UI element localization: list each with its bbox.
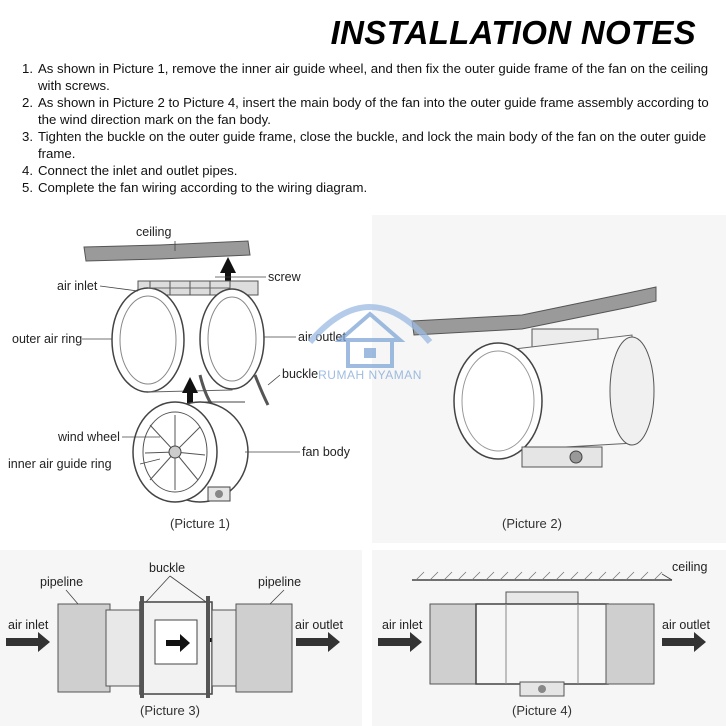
picture-4-panel: ceiling air inlet air outlet (Picture 4) [372, 550, 726, 726]
house-icon [307, 304, 433, 368]
pipeline-connection-diagram [6, 575, 340, 698]
label-outer-air-ring: outer air ring [12, 332, 83, 346]
label-ceiling: ceiling [136, 225, 172, 239]
label-wind-wheel: wind wheel [58, 430, 120, 444]
label-air-inlet: air inlet [382, 618, 423, 632]
label-ceiling: ceiling [672, 560, 708, 574]
note-item: 2.As shown in Picture 2 to Picture 4, in… [22, 95, 709, 127]
label-air-inlet: air inlet [8, 618, 49, 632]
picture-3-panel: buckle pipeline pipeline air inlet air o… [0, 550, 362, 726]
mounted-fan-diagram [411, 286, 657, 468]
note-item: 4.Connect the inlet and outlet pipes. [22, 163, 238, 178]
label-air-outlet: air outlet [662, 618, 710, 632]
watermark-text: RUMAH NYAMAN [318, 368, 422, 382]
picture-2-caption: (Picture 2) [502, 516, 562, 531]
label-screw: screw [268, 270, 301, 284]
picture-4-caption: (Picture 4) [512, 703, 572, 718]
picture-1-panel: ceiling screw air inlet outer air ring a… [0, 215, 362, 543]
note-item: 5.Complete the fan wiring according to t… [22, 180, 368, 195]
label-air-inlet: air inlet [57, 279, 98, 293]
label-pipeline-right: pipeline [258, 575, 302, 589]
label-fan-body: fan body [302, 445, 350, 459]
picture-1-caption: (Picture 1) [170, 516, 230, 531]
ceiling-mount-diagram [378, 571, 706, 697]
picture-2-panel: (Picture 2) [372, 215, 726, 543]
page-title: INSTALLATION NOTES [330, 14, 696, 51]
label-air-outlet: air outlet [295, 618, 343, 632]
exploded-fan-diagram [82, 240, 300, 503]
label-buckle: buckle [282, 367, 319, 381]
label-inner-air-guide-ring: inner air guide ring [8, 457, 112, 471]
note-item: 3.Tighten the buckle on the outer guide … [22, 129, 707, 161]
label-pipeline-left: pipeline [40, 575, 84, 589]
watermark-logo: RUMAH NYAMAN [300, 282, 440, 392]
note-item: 1.As shown in Picture 1, remove the inne… [22, 61, 709, 93]
installation-notes-list: 1.As shown in Picture 1, remove the inne… [22, 60, 722, 196]
picture-3-caption: (Picture 3) [140, 703, 200, 718]
label-buckle: buckle [149, 561, 186, 575]
